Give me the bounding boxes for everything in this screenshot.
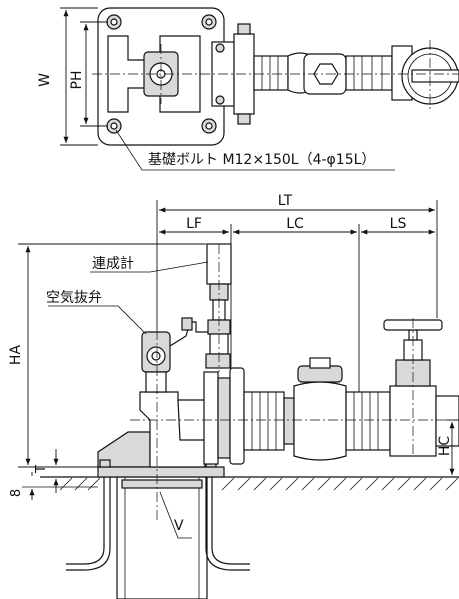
foundation-pipe: [116, 476, 208, 599]
dim-label-v: V: [174, 518, 184, 534]
expansion-joint: [243, 391, 295, 451]
bolt-holes: [106, 14, 217, 134]
dim-label-lc: LC: [286, 216, 304, 232]
compound-gauge-label: 連成計: [92, 256, 134, 272]
flange-left: [203, 371, 219, 465]
inline-check-valve: [293, 381, 347, 461]
dim-label-w: W: [37, 73, 53, 87]
dim-label-t: T: [34, 465, 49, 474]
bolt-note: 基礎ボルト M12×150L（4-φ15L）: [148, 151, 375, 168]
dim-label-ls: LS: [390, 216, 407, 232]
dim-label-8: 8: [9, 489, 24, 497]
anchor-bolt-left: [66, 470, 105, 565]
front-view: [18, 200, 459, 599]
dim-label-ph: PH: [69, 71, 85, 90]
ground-hatch: [59, 477, 459, 491]
dim-label-lt: LT: [278, 193, 293, 209]
dim-label-ha: HA: [8, 345, 24, 366]
gate-valve: [383, 318, 459, 457]
dim-label-hc: HC: [437, 436, 453, 457]
anchor-bolt-right: [205, 470, 250, 571]
dim-label-lf: LF: [186, 216, 202, 232]
base-plate: [97, 466, 225, 478]
plan-view: [60, 7, 459, 171]
flange-right: [229, 367, 245, 465]
plan-pipe: [253, 45, 459, 105]
air-vent-valve-label: 空気抜弁: [46, 290, 102, 306]
